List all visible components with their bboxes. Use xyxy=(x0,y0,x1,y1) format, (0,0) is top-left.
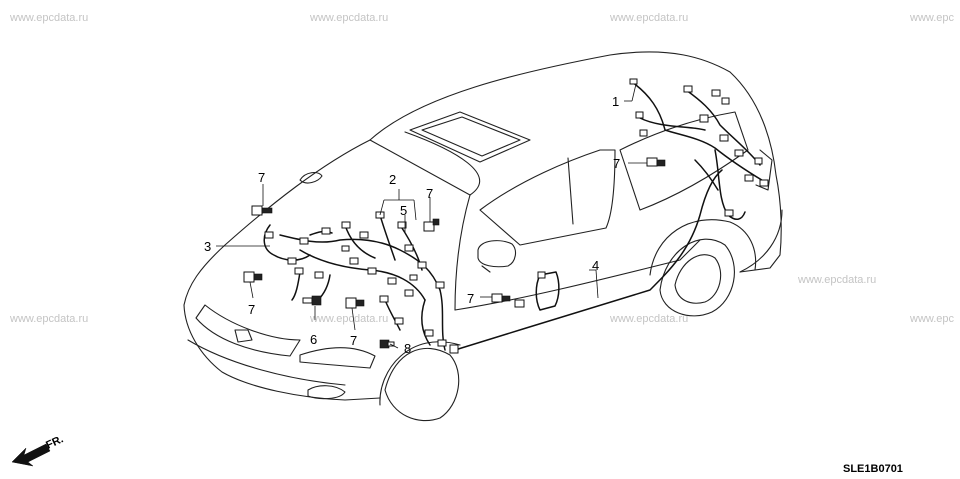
connector xyxy=(294,267,304,275)
grommet-part xyxy=(423,221,435,232)
connector xyxy=(754,157,763,165)
connector xyxy=(341,221,351,229)
connector xyxy=(379,295,389,303)
connector xyxy=(359,231,369,239)
watermark-text: www.epcdata.ru xyxy=(609,12,688,24)
callout-7: 7 xyxy=(248,302,255,317)
watermark-text: www.epcdata.ru xyxy=(609,313,688,325)
callout-8: 8 xyxy=(404,341,411,356)
grommet-part xyxy=(656,159,666,167)
harness-1-tailgate xyxy=(629,78,769,220)
callout-7: 7 xyxy=(426,186,433,201)
callout-3: 3 xyxy=(204,239,211,254)
grommet-part xyxy=(345,297,357,309)
callout-1: 1 xyxy=(612,94,619,109)
callout-6: 6 xyxy=(310,332,317,347)
grommet-part xyxy=(251,205,263,216)
direction-label: FR. xyxy=(44,433,65,451)
watermark-text: www.epcdata.ru xyxy=(9,313,88,325)
connector xyxy=(734,149,744,157)
connector xyxy=(321,227,331,235)
connector xyxy=(349,257,359,265)
clip-part xyxy=(387,341,395,347)
front-arrow-icon xyxy=(11,443,51,467)
connector xyxy=(404,289,414,297)
diagram-code: SLE1B0701 xyxy=(843,463,903,475)
bolt-part xyxy=(311,295,322,306)
grommet-part xyxy=(253,273,263,281)
connector xyxy=(719,134,729,142)
connector xyxy=(699,114,709,123)
connector xyxy=(759,179,769,187)
connector xyxy=(711,89,721,97)
connector xyxy=(724,209,734,217)
connector xyxy=(537,271,546,279)
watermarks: www.epcdata.ru www.epcdata.ru www.epcdat… xyxy=(9,12,955,325)
callout-2: 2 xyxy=(389,172,396,187)
callout-7: 7 xyxy=(467,291,474,306)
connector xyxy=(721,97,730,105)
connector xyxy=(394,317,404,325)
connector xyxy=(314,271,324,279)
watermark-text: www.epcdata.ru xyxy=(797,274,876,286)
callout-5: 5 xyxy=(400,203,407,218)
watermark-text: www.epcdata.ru xyxy=(9,12,88,24)
callout-numbers: 1 2 3 4 5 6 7 7 7 7 7 7 8 xyxy=(204,94,620,356)
harness-4-floor xyxy=(449,169,723,354)
connector xyxy=(397,221,407,229)
connector xyxy=(435,281,445,289)
callout-7: 7 xyxy=(350,333,357,348)
grommet-part xyxy=(355,299,365,307)
watermark-text: www.epc xyxy=(909,313,955,325)
connector xyxy=(287,257,297,265)
callout-7: 7 xyxy=(613,156,620,171)
leader-lines xyxy=(216,83,647,349)
small-parts xyxy=(243,157,666,349)
grommet-part xyxy=(432,218,440,226)
grommet-part xyxy=(646,157,658,167)
connector xyxy=(449,344,459,354)
watermark-text: www.epcdata.ru xyxy=(309,12,388,24)
connector xyxy=(744,174,754,182)
callout-7: 7 xyxy=(258,170,265,185)
bolt-part xyxy=(302,297,313,304)
grommet-part xyxy=(491,293,503,303)
connector xyxy=(417,261,427,269)
connector xyxy=(299,237,309,245)
connector xyxy=(424,329,434,337)
connector xyxy=(404,244,414,252)
front-direction-arrow: FR. xyxy=(11,433,65,467)
connector xyxy=(635,111,644,119)
connector xyxy=(409,274,418,281)
connector xyxy=(683,85,693,93)
grommet-part xyxy=(261,207,273,214)
watermark-text: www.epcdata.ru xyxy=(309,313,388,325)
connector xyxy=(387,277,397,285)
grommet-part xyxy=(501,295,511,302)
grommet-part xyxy=(514,299,525,308)
connector xyxy=(437,339,447,347)
car-body-outline xyxy=(183,51,783,422)
callout-4: 4 xyxy=(592,258,599,273)
connector xyxy=(629,78,638,85)
connector xyxy=(367,267,377,275)
connector xyxy=(264,231,274,239)
grommet-part xyxy=(243,271,255,283)
connector xyxy=(341,245,350,252)
connector xyxy=(639,129,648,137)
watermark-text: www.epc xyxy=(909,12,955,24)
